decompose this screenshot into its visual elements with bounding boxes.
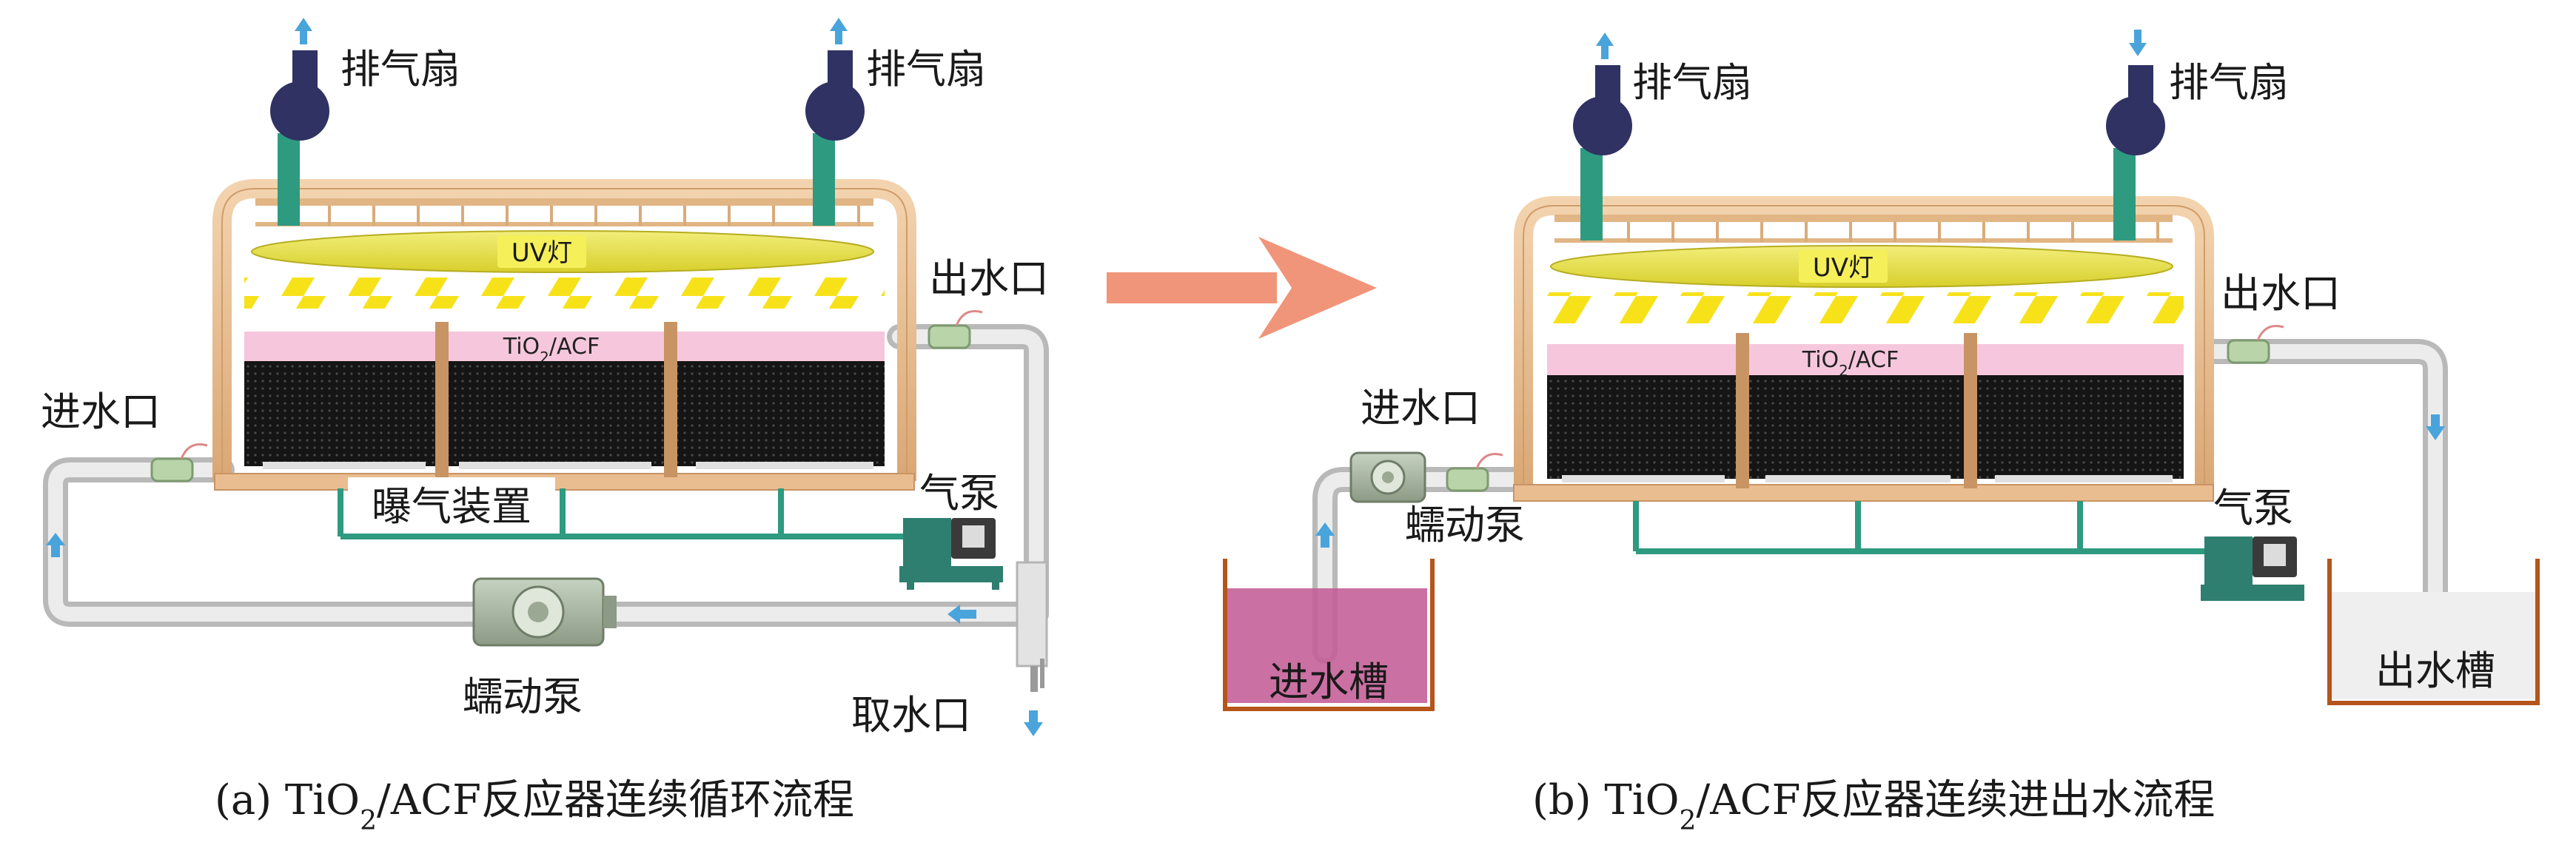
outlet-tank-label: 出水槽: [2375, 648, 2495, 694]
caption-a: (a) TiO2/ACF反应器连续循环流程: [215, 776, 854, 836]
aeration-pipes: [338, 488, 918, 539]
panel-a: UV灯 TiO2/ACF: [41, 18, 1049, 836]
inlet-flow-arrow-up-icon: [1315, 522, 1335, 548]
outlet-valve-b: [2227, 325, 2284, 364]
air-pump-b: [2201, 536, 2304, 601]
outlet-tank: 出水槽: [2327, 559, 2540, 705]
air-pump-label-b: 气泵: [2213, 485, 2293, 531]
recirculation-pipe: [43, 324, 1049, 627]
uv-lamp-label-b: UV灯: [1813, 253, 1874, 283]
sampling-valve: [1016, 561, 1048, 692]
inlet-label-b: 进水口: [1361, 385, 1480, 431]
outlet-valve: [928, 310, 983, 349]
aerator-label: 曝气装置: [372, 483, 531, 530]
exhaust-up-arrow-icon: [830, 18, 848, 44]
peristaltic-pump-label-b: 蠕动泵: [1405, 502, 1525, 548]
air-pump-label: 气泵: [919, 470, 999, 517]
uv-lamp: UV灯: [251, 230, 874, 273]
fan-right-label-b: 排气扇: [2169, 59, 2289, 106]
peristaltic-pump-b: [1349, 451, 1426, 503]
uv-lamp-label: UV灯: [511, 238, 572, 268]
uv-lamp-b: UV灯: [1550, 245, 2173, 288]
uv-shield-stripe: [244, 278, 885, 309]
flow-arrow-down-icon: [1024, 710, 1043, 736]
top-rail-b: [1554, 215, 2173, 243]
outlet-flow-arrow-down-icon: [2426, 414, 2445, 440]
inlet-tank: 进水槽: [1223, 559, 1435, 711]
exhaust-up-arrow-icon: [1596, 33, 1614, 59]
fan-left-label-b: 排气扇: [1632, 59, 1752, 106]
top-rail: [255, 198, 873, 226]
flow-arrow-left-icon: [947, 605, 976, 624]
aerator-label-box: 曝气装置: [348, 477, 555, 531]
transition-arrow-icon: [1107, 237, 1377, 339]
reactor-frame-b: [1513, 196, 2214, 502]
tio2-acf-filter: TiO2/ACF: [244, 322, 885, 477]
peristaltic-pump-label: 蠕动泵: [463, 673, 583, 720]
exhaust-fan-right: [805, 18, 865, 226]
outlet-label-b: 出水口: [2221, 270, 2341, 317]
exhaust-down-arrow-icon: [2129, 30, 2147, 56]
exhaust-up-arrow-icon: [295, 18, 312, 44]
panel-b: 进水槽 出水槽: [1223, 30, 2540, 836]
air-pump: [899, 518, 1003, 590]
outlet-label: 出水口: [929, 255, 1049, 302]
filter-label: TiO2/ACF: [503, 334, 600, 366]
caption-b: (b) TiO2/ACF反应器连续进出水流程: [1532, 776, 2215, 836]
outlet-pipe: [2201, 339, 2448, 664]
peristaltic-pump: [472, 577, 617, 647]
tio2-acf-filter-b: TiO2/ACF: [1547, 333, 2184, 488]
inlet-valve-b: [1446, 453, 1503, 492]
exhaust-fan-left-b: [1573, 33, 1632, 240]
inlet-label: 进水口: [41, 388, 161, 435]
exhaust-fan-right-b: [2106, 30, 2165, 240]
uv-shield-stripe-b: [1547, 292, 2184, 323]
aeration-pipes-b: [1633, 501, 2221, 554]
filter-label-b: TiO2/ACF: [1802, 347, 1899, 380]
exhaust-fan-left: [270, 18, 329, 226]
sampling-port-label: 取水口: [851, 692, 971, 739]
inlet-tank-label: 进水槽: [1269, 659, 1389, 705]
fan-left-label: 排气扇: [341, 46, 460, 92]
fan-right-label: 排气扇: [866, 46, 986, 92]
inlet-valve: [150, 443, 208, 482]
flow-arrow-up-icon: [46, 533, 65, 557]
